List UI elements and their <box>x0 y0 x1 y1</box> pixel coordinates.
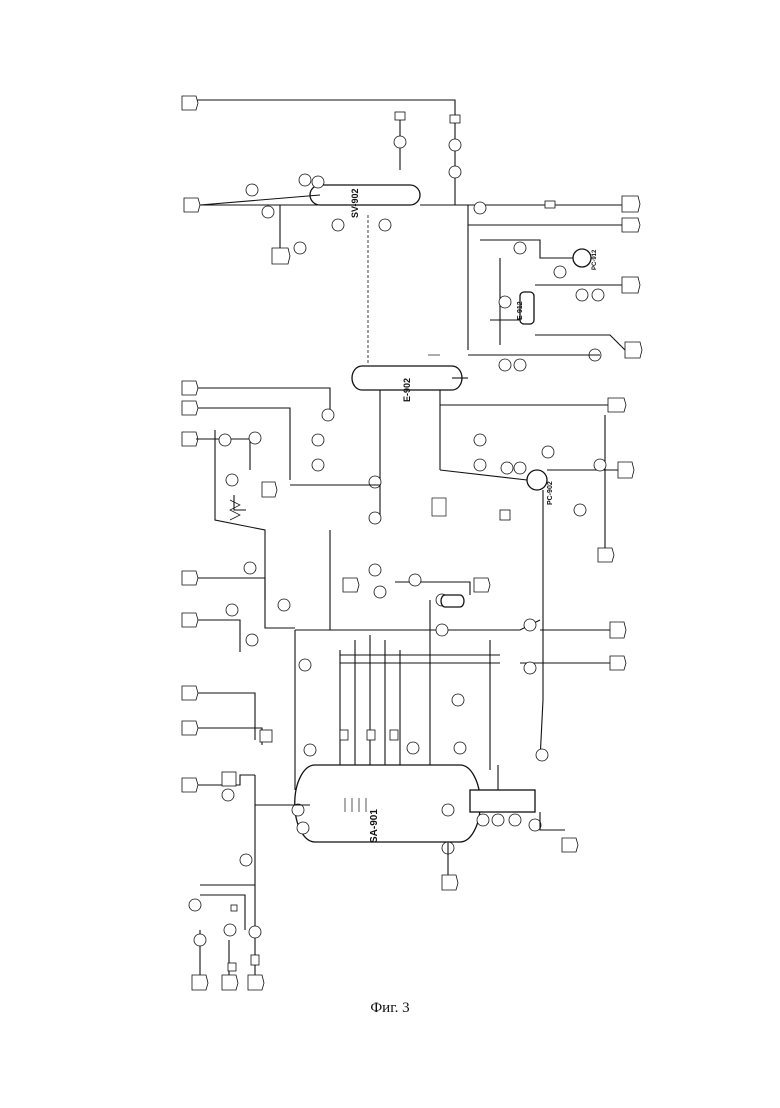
sa901-label: SA-901 <box>369 809 380 843</box>
sv902-column: SV-902 <box>310 185 420 218</box>
left-feed-section <box>182 562 311 990</box>
middle-left-cluster <box>182 381 381 600</box>
pc902-label: PC-902 <box>547 481 554 505</box>
sv902-label: SV-902 <box>350 188 360 218</box>
pc902-pump: PC-902 <box>432 398 634 760</box>
top-section: SV-902 PC-912 E-912 <box>182 96 642 371</box>
e902-exchanger: E-902 <box>352 215 468 520</box>
pc912-label: PC-912 <box>592 249 598 270</box>
pc912-pump: PC-912 <box>480 240 598 270</box>
e902-label: E-902 <box>402 378 412 402</box>
figure-caption: Фиг. 3 <box>0 1000 780 1017</box>
e912-exchanger: E-912 <box>517 292 534 324</box>
offpage-connector-top <box>182 96 198 110</box>
e912-label: E-912 <box>517 301 524 320</box>
sa901-section: SA-901 <box>292 530 626 890</box>
